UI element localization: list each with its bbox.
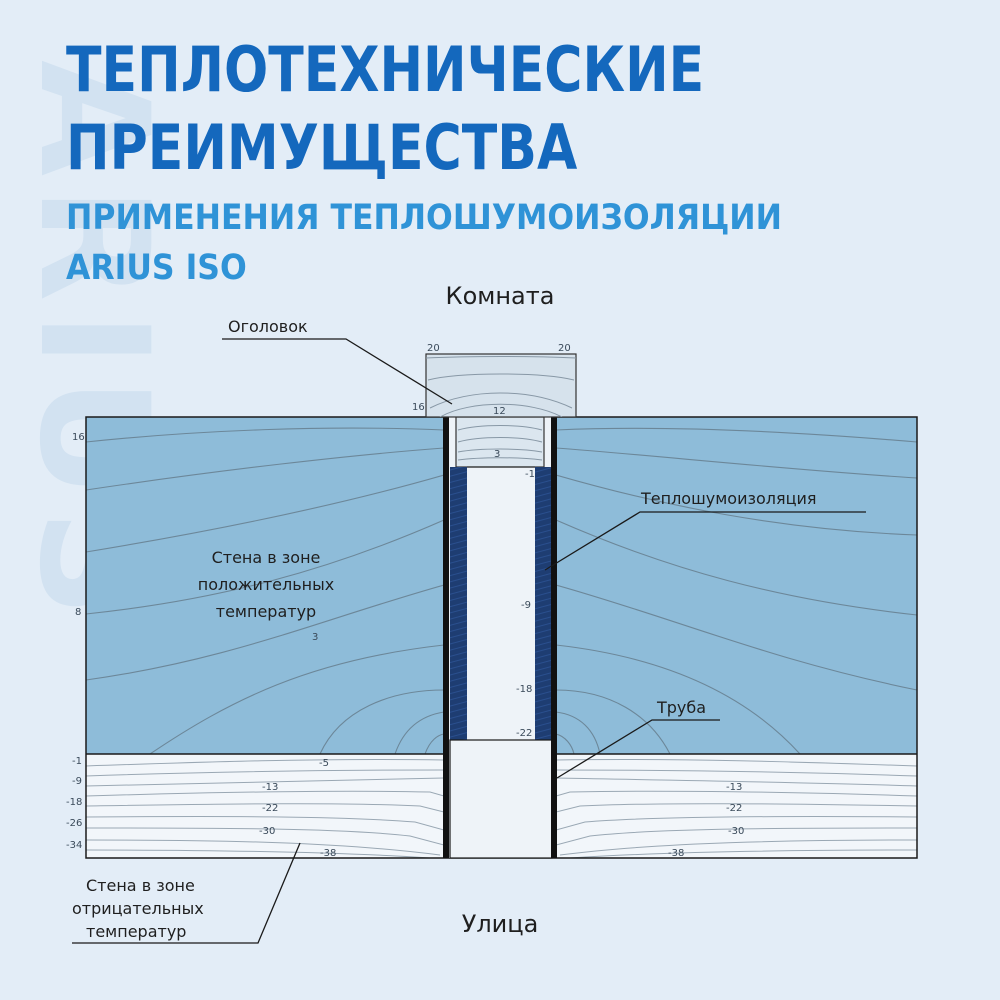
callout-head-line: [222, 338, 453, 405]
callout-pipe-label: Труба: [656, 698, 706, 717]
callout-head-label: Оголовок: [228, 317, 308, 336]
boundary-label-5: -5: [319, 758, 329, 769]
scale-16: 16: [72, 432, 85, 443]
room-label: Комната: [446, 282, 555, 310]
pipe-label-1: -1: [525, 469, 535, 480]
scale-minus-9: -9: [72, 776, 82, 787]
callout-cold-wall-line: [72, 842, 301, 944]
cold-right-30: -30: [728, 826, 744, 837]
head-label-side: 16: [412, 402, 425, 413]
pipe-label-9: -9: [521, 600, 531, 611]
warm-wall-left: [86, 417, 444, 754]
cold-wall-text-2: отрицательных: [72, 899, 204, 918]
title-line-1: ТЕПЛОТЕХНИЧЕСКИЕ: [66, 33, 705, 106]
scale-minus-26: -26: [66, 818, 82, 829]
cold-right-22: -22: [726, 803, 742, 814]
head-label-left: 20: [427, 343, 440, 354]
cold-left-30: -30: [259, 826, 275, 837]
cold-left-22: -22: [262, 803, 278, 814]
isotherms-warm-left: [86, 427, 444, 754]
isotherms-cold-right: [556, 758, 917, 858]
scale-minus-34: -34: [66, 840, 82, 851]
insulation-right: [535, 467, 552, 740]
callout-warm-wall: Стена в зоне положительных температур: [198, 548, 334, 621]
callout-insulation-label: Теплошумоизоляция: [640, 489, 817, 508]
cold-wall-text-3: температур: [86, 922, 186, 941]
pipe-channel-lower: [449, 739, 553, 859]
insulation-left: [450, 467, 467, 740]
head-isotherms: [426, 356, 576, 417]
warm-wall-text-2: положительных: [198, 575, 334, 594]
pipe-head: [425, 353, 577, 418]
warm-wall-right: [556, 417, 917, 754]
scale-minus-18: -18: [66, 797, 82, 808]
street-label: Улица: [462, 910, 539, 938]
cold-left-38: -38: [320, 848, 336, 859]
pipe-wall-left: [443, 417, 449, 858]
scale-minus-1: -1: [72, 756, 82, 767]
cold-wall-text-1: Стена в зоне: [86, 876, 195, 895]
isotherms-warm-right: [556, 427, 917, 754]
subtitle-line-1: ПРИМЕНЕНИЯ ТЕПЛОШУМОИЗОЛЯЦИИ: [66, 198, 783, 238]
warm-wall-text-1: Стена в зоне: [212, 548, 321, 567]
cold-right-13: -13: [726, 782, 742, 793]
callout-cold-wall: Стена в зоне отрицательных температур: [72, 876, 204, 941]
scale-8: 8: [75, 607, 81, 618]
head-label-right: 20: [558, 343, 571, 354]
callout-insulation-line: [544, 511, 866, 571]
title-line-2: ПРЕИМУЩЕСТВА: [66, 111, 578, 184]
isotherms-cold-left: [86, 758, 444, 858]
callout-pipe-line: [556, 719, 720, 779]
pipe-label-22: -22: [516, 728, 532, 739]
warm-wall-label-3: 3: [312, 632, 318, 643]
head-insert-isotherms: [457, 425, 543, 461]
subtitle-line-2: ARIUS ISO: [66, 248, 247, 288]
warm-wall-text-3: температур: [216, 602, 316, 621]
cold-left-13: -13: [262, 782, 278, 793]
pipe-label-top: 3: [494, 449, 500, 460]
cold-right-38: -38: [668, 848, 684, 859]
head-label-inner: 12: [493, 406, 506, 417]
pipe-wall-right: [551, 417, 557, 858]
pipe-label-18: -18: [516, 684, 532, 695]
